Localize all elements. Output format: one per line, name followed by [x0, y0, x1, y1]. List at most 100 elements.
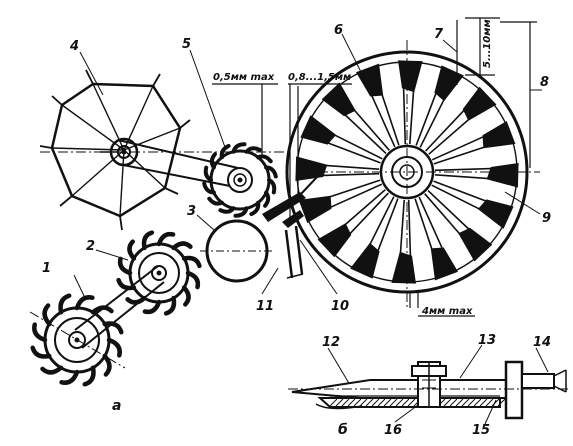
knife-section-detail: [288, 360, 568, 420]
rotor-spoke: [399, 199, 412, 256]
rotor-spoke: [323, 164, 380, 177]
beater-tooth: [181, 255, 202, 269]
dim-clearance-max: 4мм max: [421, 306, 473, 317]
section-hatch: [365, 398, 374, 407]
rotor-spoke: [342, 189, 389, 235]
sublabel-b: б: [338, 422, 348, 438]
pickup-tooth: [102, 353, 112, 377]
rotor-fin: [486, 163, 519, 188]
section-hatch: [371, 398, 380, 407]
rotor-spoke: [327, 133, 383, 164]
section-hatch: [377, 398, 386, 407]
pickup-tooth: [106, 337, 122, 358]
label-part-8: 8: [540, 75, 549, 90]
rotor-fin: [482, 121, 516, 149]
label-part-10: 10: [331, 299, 349, 314]
drum-tooth: [207, 196, 224, 206]
drum-tooth: [202, 181, 216, 195]
rotor-fin: [434, 65, 464, 102]
drum-tooth: [264, 165, 278, 179]
plain-drum-3: [200, 219, 275, 283]
rotor-fin: [477, 199, 514, 229]
beater-tooth: [181, 285, 191, 307]
section-hatch: [383, 398, 392, 407]
rotor-spoke: [414, 196, 443, 253]
drum-tooth: [267, 178, 277, 195]
section-hatch: [485, 398, 494, 407]
label-part-3: 3: [187, 204, 196, 219]
section-hatch: [395, 398, 404, 407]
label-part-9: 9: [542, 211, 551, 226]
section-hatch: [401, 398, 410, 407]
rotor-spoke: [368, 196, 399, 252]
label-part-5: 5: [182, 37, 191, 52]
label-part-7: 7: [434, 27, 444, 42]
section-hatch: [467, 398, 476, 407]
label-part-4: 4: [69, 39, 79, 54]
drum-tooth: [203, 165, 213, 182]
drum-tooth: [233, 206, 249, 218]
center-lines: [29, 40, 540, 369]
dim-gap-max: 0,5мм max: [213, 72, 275, 83]
pickup-drum-1: [30, 293, 124, 387]
reel-octagon-4: [39, 69, 191, 231]
beater-tooth: [117, 256, 133, 276]
section-hatch: [443, 398, 452, 407]
sublabels: а б: [112, 398, 348, 438]
rotor-fin: [356, 63, 384, 97]
section-hatch: [407, 398, 416, 407]
label-part-16: 16: [384, 423, 402, 438]
rotor-spoke: [402, 88, 415, 145]
section-hatch: [461, 398, 470, 407]
rotor-fin: [321, 82, 356, 117]
label-part-13: 13: [478, 333, 496, 348]
leader-lines: [73, 33, 549, 425]
section-hatch: [359, 398, 368, 407]
beater-tooth: [116, 277, 137, 291]
label-part-12: 12: [322, 335, 340, 350]
pickup-tooth: [58, 293, 72, 315]
rotor-spoke: [424, 190, 470, 237]
beater-tooth: [171, 241, 193, 251]
section-hatch: [341, 398, 350, 407]
section-hatch: [455, 398, 464, 407]
pickup-tooth: [74, 295, 95, 311]
rotor-spoke: [431, 180, 487, 211]
beater-tooth: [163, 295, 177, 316]
toothed-drum-5: [202, 142, 278, 218]
drum-tooth: [256, 154, 273, 164]
label-part-15: 15: [472, 423, 490, 438]
rotor-fin: [350, 242, 380, 279]
label-part-11: 11: [256, 299, 274, 314]
drive-belt-lower: [74, 265, 165, 349]
label-part-14: 14: [533, 335, 551, 350]
dim-gap-range: 0,8...1,5мм: [288, 72, 351, 83]
pickup-tooth: [32, 322, 48, 343]
section-hatch: [329, 398, 338, 407]
rotor-spoke: [425, 109, 472, 155]
beater-tooth: [185, 270, 201, 290]
rotor-spoke: [431, 136, 488, 165]
pickup-tooth: [102, 321, 124, 335]
rotor-spoke: [434, 167, 491, 180]
section-hatch: [473, 398, 482, 407]
rotor-fin: [398, 60, 423, 93]
section-hatch: [491, 398, 500, 407]
drum-tooth: [219, 143, 231, 160]
drum-tooth: [231, 142, 247, 154]
dim-height-range: 5...10мм: [482, 19, 493, 68]
drum-tooth: [263, 190, 271, 208]
beater-tooth: [141, 230, 155, 251]
pickup-tooth: [82, 365, 96, 387]
label-part-2: 2: [86, 239, 95, 254]
rotor-fin: [298, 195, 332, 223]
beater-tooth: [156, 231, 176, 247]
rotor-fin: [430, 247, 458, 281]
drum-tooth: [209, 152, 217, 170]
drum-tooth: [249, 200, 261, 217]
label-part-6: 6: [334, 23, 343, 38]
sublabel-a: а: [112, 398, 121, 414]
rotor-spoke: [326, 179, 383, 208]
